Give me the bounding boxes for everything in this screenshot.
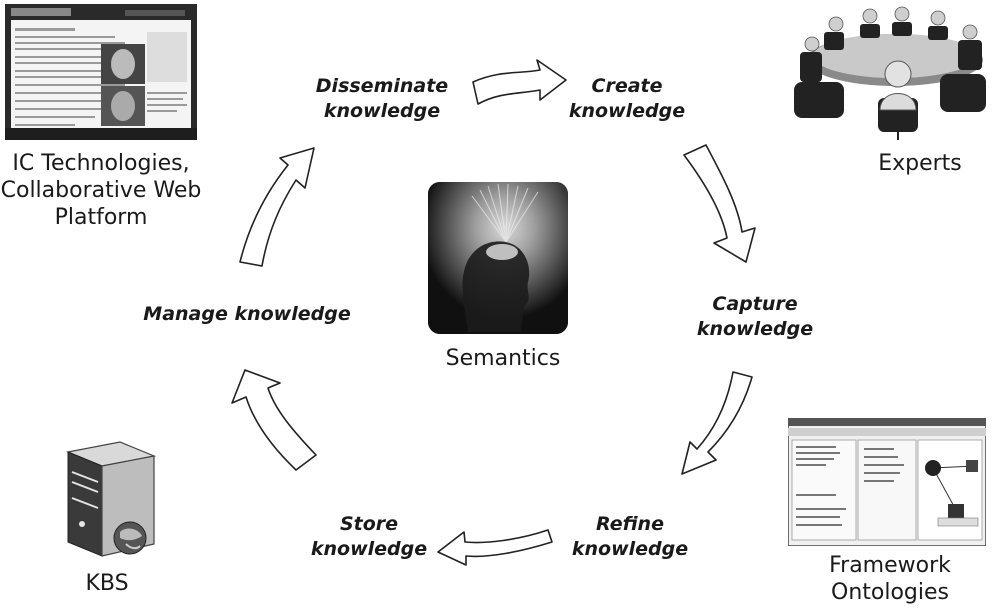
arrow-top bbox=[472, 59, 567, 105]
step-manage: Manage knowledge bbox=[143, 303, 351, 325]
arrow-right-lower bbox=[681, 371, 753, 475]
caption-platform: IC Technologies, Collaborative Web Platf… bbox=[0, 151, 202, 230]
ontology-editor-screenshot-icon bbox=[788, 418, 986, 546]
meeting-table-people-icon bbox=[794, 6, 986, 140]
step-create: Create knowledge bbox=[568, 75, 686, 122]
arrow-left-lower bbox=[231, 369, 317, 471]
caption-experts: Experts bbox=[878, 151, 962, 176]
step-store: Store knowledge bbox=[310, 513, 428, 560]
step-capture: Capture knowledge bbox=[696, 293, 814, 340]
step-refine: Refine knowledge bbox=[571, 513, 689, 560]
arrow-bottom bbox=[437, 529, 553, 566]
caption-kbs: KBS bbox=[85, 571, 129, 596]
server-globe-icon bbox=[65, 441, 157, 557]
step-disseminate: Disseminate knowledge bbox=[315, 75, 449, 122]
arrow-left-upper bbox=[239, 147, 315, 267]
glowing-head-icon bbox=[428, 182, 568, 334]
center-label: Semantics bbox=[445, 346, 561, 371]
arrow-right-upper bbox=[683, 144, 756, 263]
web-page-screenshot-icon bbox=[5, 4, 197, 140]
caption-ontologies: Framework Ontologies bbox=[829, 553, 951, 605]
